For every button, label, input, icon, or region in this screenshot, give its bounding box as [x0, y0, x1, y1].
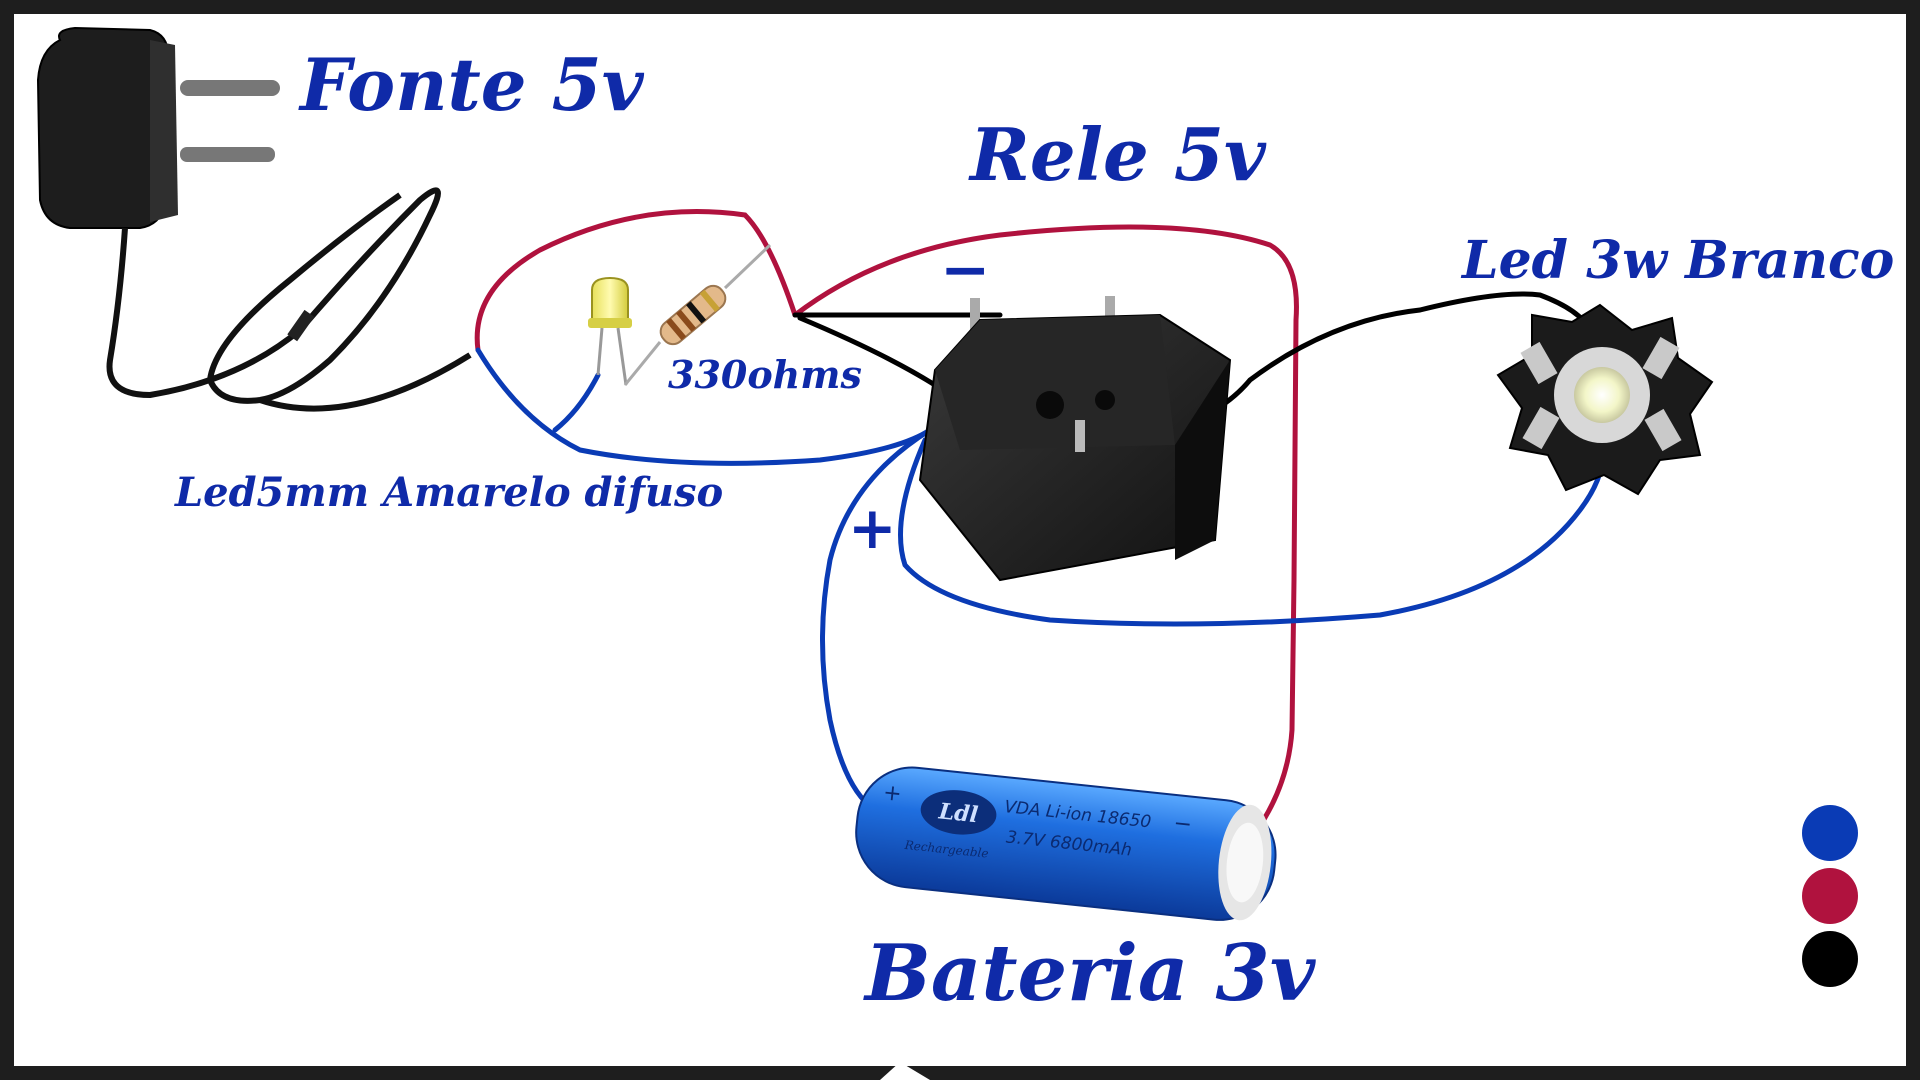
label-rele: Rele 5v: [968, 112, 1267, 197]
label-led3w: Led 3w Branco: [1460, 230, 1894, 291]
color-legend: [1802, 805, 1858, 987]
label-resistor: 330ohms: [668, 352, 862, 397]
power-adapter-icon: [36, 26, 472, 412]
resistor-icon: [623, 243, 772, 386]
legend-dot-blue: [1802, 805, 1858, 861]
red-wires: [474, 209, 1299, 843]
battery-icon: Ldl VDA Li-ion 18650 3.7V 6800mAh Rechar…: [855, 766, 1277, 921]
label-bateria: Bateria 3v: [863, 928, 1317, 1019]
battery-plus-mark: +: [882, 780, 903, 807]
bottom-notch: [880, 1062, 930, 1080]
label-minus: −: [940, 235, 990, 305]
battery-brand: Ldl: [937, 798, 980, 828]
yellow-led-icon: [588, 276, 632, 386]
label-fonte: Fonte 5v: [298, 42, 645, 127]
legend-dot-red: [1802, 868, 1858, 924]
relay-icon: [918, 296, 1232, 582]
label-led5mm: Led5mm Amarelo difuso: [174, 469, 723, 516]
led-3w-icon: [1496, 303, 1714, 496]
label-plus: +: [848, 494, 897, 562]
blue-wires: [475, 347, 1605, 813]
battery-minus-mark: −: [1172, 811, 1193, 838]
legend-dot-black: [1802, 931, 1858, 987]
